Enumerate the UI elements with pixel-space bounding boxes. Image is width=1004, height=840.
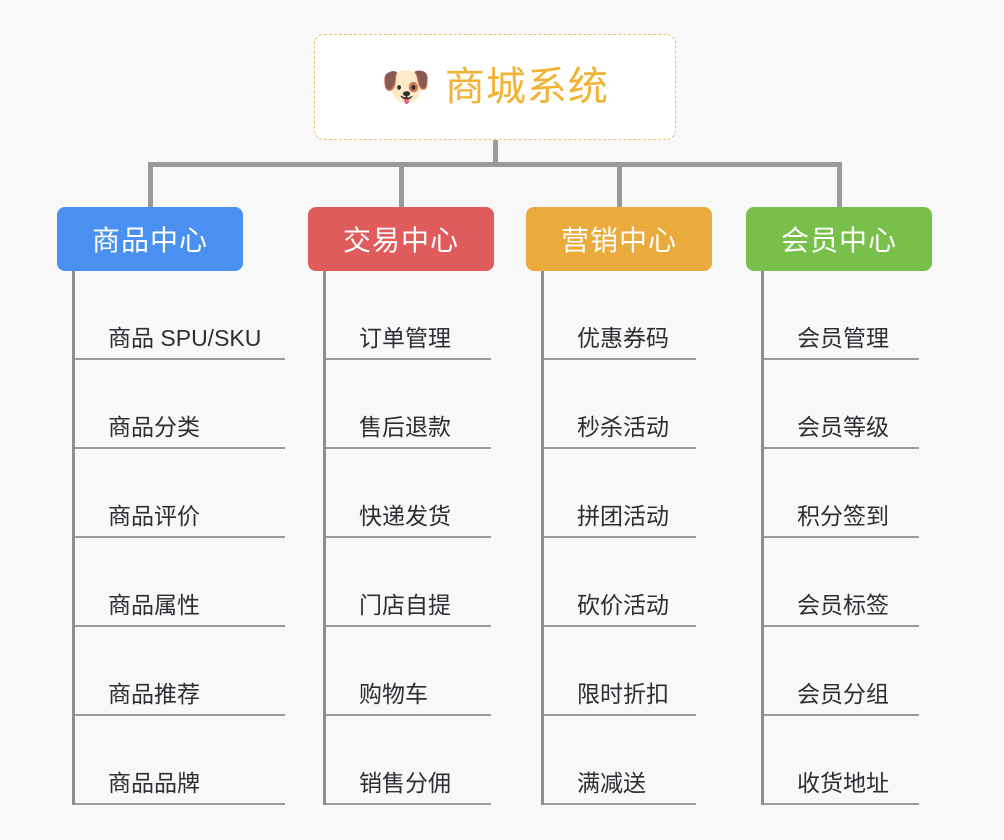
- leaf-item-4-5[interactable]: 会员分组: [761, 627, 926, 716]
- leaf-label-4-5: 会员分组: [797, 681, 889, 707]
- leaf-item-2-1[interactable]: 订单管理: [323, 271, 498, 360]
- branch-1: 商品 SPU/SKU 商品分类商品评价商品属性商品推荐商品品牌: [72, 271, 292, 805]
- leaf-label-3-3: 拼团活动: [577, 503, 669, 529]
- leaf-item-1-3[interactable]: 商品评价: [72, 449, 292, 538]
- branch-3: 优惠券码秒杀活动拼团活动砍价活动限时折扣满减送: [541, 271, 703, 805]
- branch-2: 订单管理售后退款快递发货门店自提购物车销售分佣: [323, 271, 498, 805]
- leaf-item-4-4[interactable]: 会员标签: [761, 538, 926, 627]
- leaf-label-1-5: 商品推荐: [108, 681, 200, 707]
- connector-bus: [149, 162, 838, 167]
- leaf-item-3-2[interactable]: 秒杀活动: [541, 360, 703, 449]
- leaf-item-3-3[interactable]: 拼团活动: [541, 449, 703, 538]
- leaf-item-4-2[interactable]: 会员等级: [761, 360, 926, 449]
- branch-4: 会员管理会员等级积分签到会员标签会员分组收货地址: [761, 271, 926, 805]
- leaf-underline-2-2: [326, 447, 491, 449]
- leaf-underline-3-2: [544, 447, 696, 449]
- leaf-label-2-6: 销售分佣: [359, 770, 451, 796]
- branch-rail-1: [72, 271, 75, 805]
- leaf-item-4-1[interactable]: 会员管理: [761, 271, 926, 360]
- leaf-item-2-3[interactable]: 快递发货: [323, 449, 498, 538]
- leaf-label-3-2: 秒杀活动: [577, 414, 669, 440]
- leaf-underline-4-3: [764, 536, 919, 538]
- leaf-underline-1-4: [75, 625, 285, 627]
- leaf-underline-2-4: [326, 625, 491, 627]
- leaf-label-4-4: 会员标签: [797, 592, 889, 618]
- branch-rail-3: [541, 271, 544, 805]
- leaf-label-4-1: 会员管理: [797, 325, 889, 351]
- leaf-label-3-6: 满减送: [577, 770, 646, 796]
- leaf-label-4-3: 积分签到: [797, 503, 889, 529]
- leaf-item-1-5[interactable]: 商品推荐: [72, 627, 292, 716]
- leaf-label-1-6: 商品品牌: [108, 770, 200, 796]
- leaf-label-1-1: 商品 SPU/SKU: [108, 325, 262, 351]
- leaf-underline-4-1: [764, 358, 919, 360]
- category-label-2: 交易中心: [342, 225, 459, 256]
- leaf-underline-3-4: [544, 625, 696, 627]
- leaf-label-1-3: 商品评价: [108, 503, 200, 529]
- leaf-label-2-5: 购物车: [359, 681, 428, 707]
- category-card-1[interactable]: 商品中心: [57, 207, 243, 271]
- leaf-label-3-5: 限时折扣: [577, 681, 669, 707]
- leaf-item-4-6[interactable]: 收货地址: [761, 716, 926, 805]
- category-label-3: 营销中心: [560, 225, 677, 256]
- leaf-item-3-4[interactable]: 砍价活动: [541, 538, 703, 627]
- leaf-item-3-1[interactable]: 优惠券码: [541, 271, 703, 360]
- connector-drop-3: [617, 162, 622, 207]
- leaf-label-1-4: 商品属性: [108, 592, 200, 618]
- leaf-label-2-3: 快递发货: [359, 503, 451, 529]
- dog-face-icon: 🐶: [381, 64, 431, 110]
- leaf-underline-2-5: [326, 714, 491, 716]
- leaf-underline-2-1: [326, 358, 491, 360]
- category-label-4: 会员中心: [780, 225, 897, 256]
- leaf-underline-4-2: [764, 447, 919, 449]
- leaf-underline-2-3: [326, 536, 491, 538]
- branch-rail-4: [761, 271, 764, 805]
- category-card-4[interactable]: 会员中心: [746, 207, 932, 271]
- leaf-underline-1-3: [75, 536, 285, 538]
- root-node[interactable]: 🐶 商城系统: [314, 34, 676, 140]
- connector-root-stem: [493, 140, 498, 167]
- leaf-underline-4-4: [764, 625, 919, 627]
- leaf-underline-1-2: [75, 447, 285, 449]
- leaf-label-1-2: 商品分类: [108, 414, 200, 440]
- leaf-item-2-2[interactable]: 售后退款: [323, 360, 498, 449]
- leaf-underline-1-6: [75, 803, 285, 805]
- leaf-underline-3-1: [544, 358, 696, 360]
- leaf-label-4-6: 收货地址: [797, 770, 889, 796]
- leaf-item-2-6[interactable]: 销售分佣: [323, 716, 498, 805]
- leaf-label-3-1: 优惠券码: [577, 325, 669, 351]
- leaf-underline-3-3: [544, 536, 696, 538]
- leaf-item-3-6[interactable]: 满减送: [541, 716, 703, 805]
- leaf-underline-4-6: [764, 803, 919, 805]
- connector-drop-1: [148, 162, 153, 207]
- leaf-label-2-1: 订单管理: [359, 325, 451, 351]
- leaf-item-1-2[interactable]: 商品分类: [72, 360, 292, 449]
- leaf-underline-1-5: [75, 714, 285, 716]
- leaf-item-3-5[interactable]: 限时折扣: [541, 627, 703, 716]
- root-title: 商城系统: [444, 65, 609, 109]
- leaf-underline-1-1: [75, 358, 285, 360]
- connector-drop-2: [399, 162, 404, 207]
- leaf-item-4-3[interactable]: 积分签到: [761, 449, 926, 538]
- category-card-2[interactable]: 交易中心: [308, 207, 494, 271]
- leaf-underline-3-5: [544, 714, 696, 716]
- connector-drop-4: [837, 162, 842, 207]
- leaf-underline-3-6: [544, 803, 696, 805]
- leaf-item-1-1[interactable]: 商品 SPU/SKU: [72, 271, 292, 360]
- leaf-label-2-2: 售后退款: [359, 414, 451, 440]
- leaf-label-3-4: 砍价活动: [577, 592, 669, 618]
- leaf-item-1-4[interactable]: 商品属性: [72, 538, 292, 627]
- leaf-item-1-6[interactable]: 商品品牌: [72, 716, 292, 805]
- category-card-3[interactable]: 营销中心: [526, 207, 712, 271]
- category-label-1: 商品中心: [91, 225, 208, 256]
- branch-rail-2: [323, 271, 326, 805]
- leaf-label-4-2: 会员等级: [797, 414, 889, 440]
- leaf-item-2-4[interactable]: 门店自提: [323, 538, 498, 627]
- leaf-underline-2-6: [326, 803, 491, 805]
- leaf-label-2-4: 门店自提: [359, 592, 451, 618]
- leaf-item-2-5[interactable]: 购物车: [323, 627, 498, 716]
- leaf-underline-4-5: [764, 714, 919, 716]
